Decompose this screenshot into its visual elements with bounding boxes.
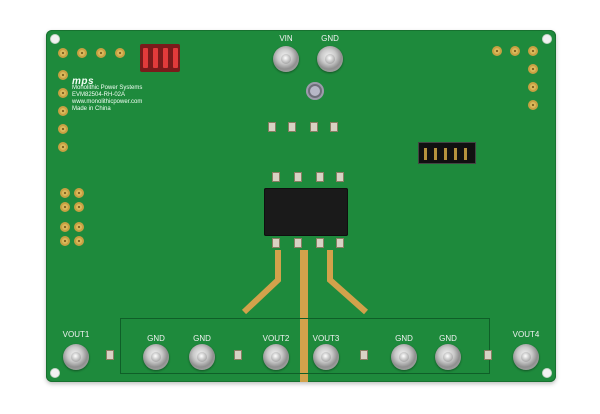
gnd4-terminal[interactable] xyxy=(435,344,461,370)
test-point xyxy=(528,100,538,110)
passive-component xyxy=(294,238,302,248)
passive-component xyxy=(336,172,344,182)
test-point xyxy=(60,188,70,198)
test-point xyxy=(58,70,68,80)
evaluation-board: mps Monolithic Power Systems EVM82504-RH… xyxy=(46,30,556,382)
test-point xyxy=(60,236,70,246)
passive-component xyxy=(268,122,276,132)
test-point xyxy=(74,222,84,232)
passive-component xyxy=(316,172,324,182)
output-traces xyxy=(241,250,368,382)
model-number: EVM82504-RH-02A xyxy=(72,92,126,98)
gnd2-terminal[interactable] xyxy=(189,344,215,370)
mounting-hole xyxy=(50,34,60,44)
vout4-label: VOUT4 xyxy=(512,330,540,339)
test-point xyxy=(58,124,68,134)
passive-component xyxy=(336,238,344,248)
passive-component xyxy=(360,350,368,360)
passive-component xyxy=(316,238,324,248)
website: www.monolithicpower.com xyxy=(72,99,143,105)
gnd3-label: GND xyxy=(395,334,413,343)
vout2-label: VOUT2 xyxy=(262,334,290,343)
brand-block: mps Monolithic Power Systems EVM82504-RH… xyxy=(72,76,143,113)
passive-component xyxy=(288,122,296,132)
test-point xyxy=(58,106,68,116)
gnd3-terminal[interactable] xyxy=(391,344,417,370)
passive-component xyxy=(330,122,338,132)
electrolytic-capacitor xyxy=(306,82,324,100)
test-point xyxy=(60,222,70,232)
mps-logo: mps xyxy=(72,76,95,87)
pin-header-connector[interactable] xyxy=(418,142,476,164)
company-name: Monolithic Power Systems xyxy=(72,85,143,91)
gnd1-label: GND xyxy=(147,334,165,343)
mounting-hole xyxy=(542,34,552,44)
gnd-top-terminal[interactable] xyxy=(317,46,343,72)
test-point xyxy=(492,46,502,56)
test-point xyxy=(96,48,106,58)
test-point xyxy=(74,236,84,246)
test-point xyxy=(58,142,68,152)
passive-component xyxy=(294,172,302,182)
gnd4-label: GND xyxy=(439,334,457,343)
vin-label: VIN xyxy=(279,34,293,43)
vout1-label: VOUT1 xyxy=(62,330,90,339)
vout4-terminal[interactable] xyxy=(513,344,539,370)
vout2-terminal[interactable] xyxy=(263,344,289,370)
mounting-hole xyxy=(542,368,552,378)
gnd2-label: GND xyxy=(193,334,211,343)
passive-component xyxy=(272,172,280,182)
origin: Made in China xyxy=(72,106,111,112)
passive-component xyxy=(234,350,242,360)
vout3-label: VOUT3 xyxy=(312,334,340,343)
passive-component xyxy=(484,350,492,360)
passive-component xyxy=(272,238,280,248)
vin-terminal[interactable] xyxy=(273,46,299,72)
vout3-terminal[interactable] xyxy=(313,344,339,370)
test-point xyxy=(510,46,520,56)
test-point xyxy=(74,202,84,212)
passive-component xyxy=(310,122,318,132)
test-point xyxy=(58,48,68,58)
power-ic xyxy=(264,188,348,236)
passive-component xyxy=(106,350,114,360)
test-point xyxy=(60,202,70,212)
test-point xyxy=(528,46,538,56)
gnd1-terminal[interactable] xyxy=(143,344,169,370)
test-point xyxy=(528,82,538,92)
gnd-top-label: GND xyxy=(321,34,339,43)
mounting-hole xyxy=(50,368,60,378)
dip-switch[interactable] xyxy=(140,44,180,72)
test-point xyxy=(528,64,538,74)
vout1-terminal[interactable] xyxy=(63,344,89,370)
test-point xyxy=(74,188,84,198)
test-point xyxy=(115,48,125,58)
test-point xyxy=(58,88,68,98)
test-point xyxy=(77,48,87,58)
output-section-outline xyxy=(120,318,490,374)
